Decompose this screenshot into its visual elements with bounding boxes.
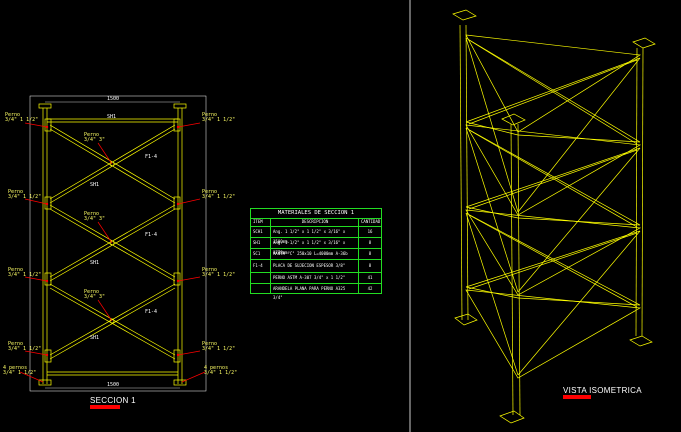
cell-item: SCH1 <box>253 229 263 234</box>
section-caption: SECCION 1 <box>90 396 136 405</box>
cell-quantity: 8 <box>368 240 372 245</box>
table-row: SH1 Ang. 1 1/2" x 1 1/2" x 3/16" x 1778m… <box>251 238 381 255</box>
cell-description: MANTA "C" 250x10 L=4000mm A-36b <box>273 251 348 256</box>
section-elevation <box>29 95 207 392</box>
section-caption-bar <box>90 405 120 409</box>
table-row: SCH1 Ang. 1 1/2" x 1 1/2" x 3/16" x 1500… <box>251 227 381 244</box>
cell-item: SH1 <box>253 240 261 245</box>
table-title: MATERIALES DE SECCION 1 <box>251 209 381 219</box>
cell-quantity: 8 <box>368 251 372 256</box>
cell-quantity: 8 <box>368 263 372 268</box>
cell-quantity: 41 <box>367 275 373 280</box>
cell-quantity: 42 <box>367 286 373 291</box>
table-row: ARANDELA PLANA PARA PERNO A325 3/4" 42 <box>251 284 381 300</box>
isometric-caption: VISTA ISOMETRICA <box>563 386 642 395</box>
cell-description: PLACA DE SUJECION ESPESOR 3/8" <box>273 263 346 268</box>
cell-item: SC1 <box>253 251 261 256</box>
brace-plate-label: F1-4 <box>145 309 158 315</box>
bolt-markers <box>45 125 180 357</box>
table-row: F1-4 PLACA DE SUJECION ESPESOR 3/8" 8 <box>251 260 381 273</box>
header-quantity: CANTIDAD <box>361 219 381 224</box>
brace-plate-label: F1-4 <box>145 232 158 238</box>
member-label: SH1 <box>90 182 100 188</box>
cell-quantity: 16 <box>367 229 373 234</box>
cell-item: F1-4 <box>253 263 263 268</box>
header-item: ITEM <box>253 219 263 224</box>
header-description: DESCRIPCION <box>301 219 329 224</box>
materials-table: MATERIALES DE SECCION 1 ITEM DESCRIPCION… <box>250 208 382 300</box>
member-label: SH1 <box>107 114 117 120</box>
member-label: SH1 <box>90 335 100 341</box>
cell-description: PERNO ASTM A-307 3/4" x 1 1/2" <box>273 275 346 280</box>
brace-plate-label: F1-4 <box>145 154 158 160</box>
iso-caption-bar <box>563 395 591 399</box>
table-row: PERNO ASTM A-307 3/4" x 1 1/2" 41 <box>251 273 381 284</box>
cell-description: ARANDELA PLANA PARA PERNO A325 3/4" <box>273 286 346 300</box>
cell-description: Ang. 1 1/2" x 1 1/2" x 3/16" x 1778mm. <box>273 240 346 255</box>
cell-description: Ang. 1 1/2" x 1 1/2" x 3/16" x 1500mm. <box>273 229 346 244</box>
top-dimension: 1500 <box>107 96 120 102</box>
bottom-dimension: 1500 <box>107 382 120 388</box>
member-label: SH1 <box>90 260 100 266</box>
table-row: SC1 MANTA "C" 250x10 L=4000mm A-36b 8 <box>251 249 381 260</box>
table-header: ITEM DESCRIPCION CANTIDAD <box>251 218 381 227</box>
bolt-leaders <box>19 122 206 383</box>
isometric-tower <box>452 9 656 424</box>
